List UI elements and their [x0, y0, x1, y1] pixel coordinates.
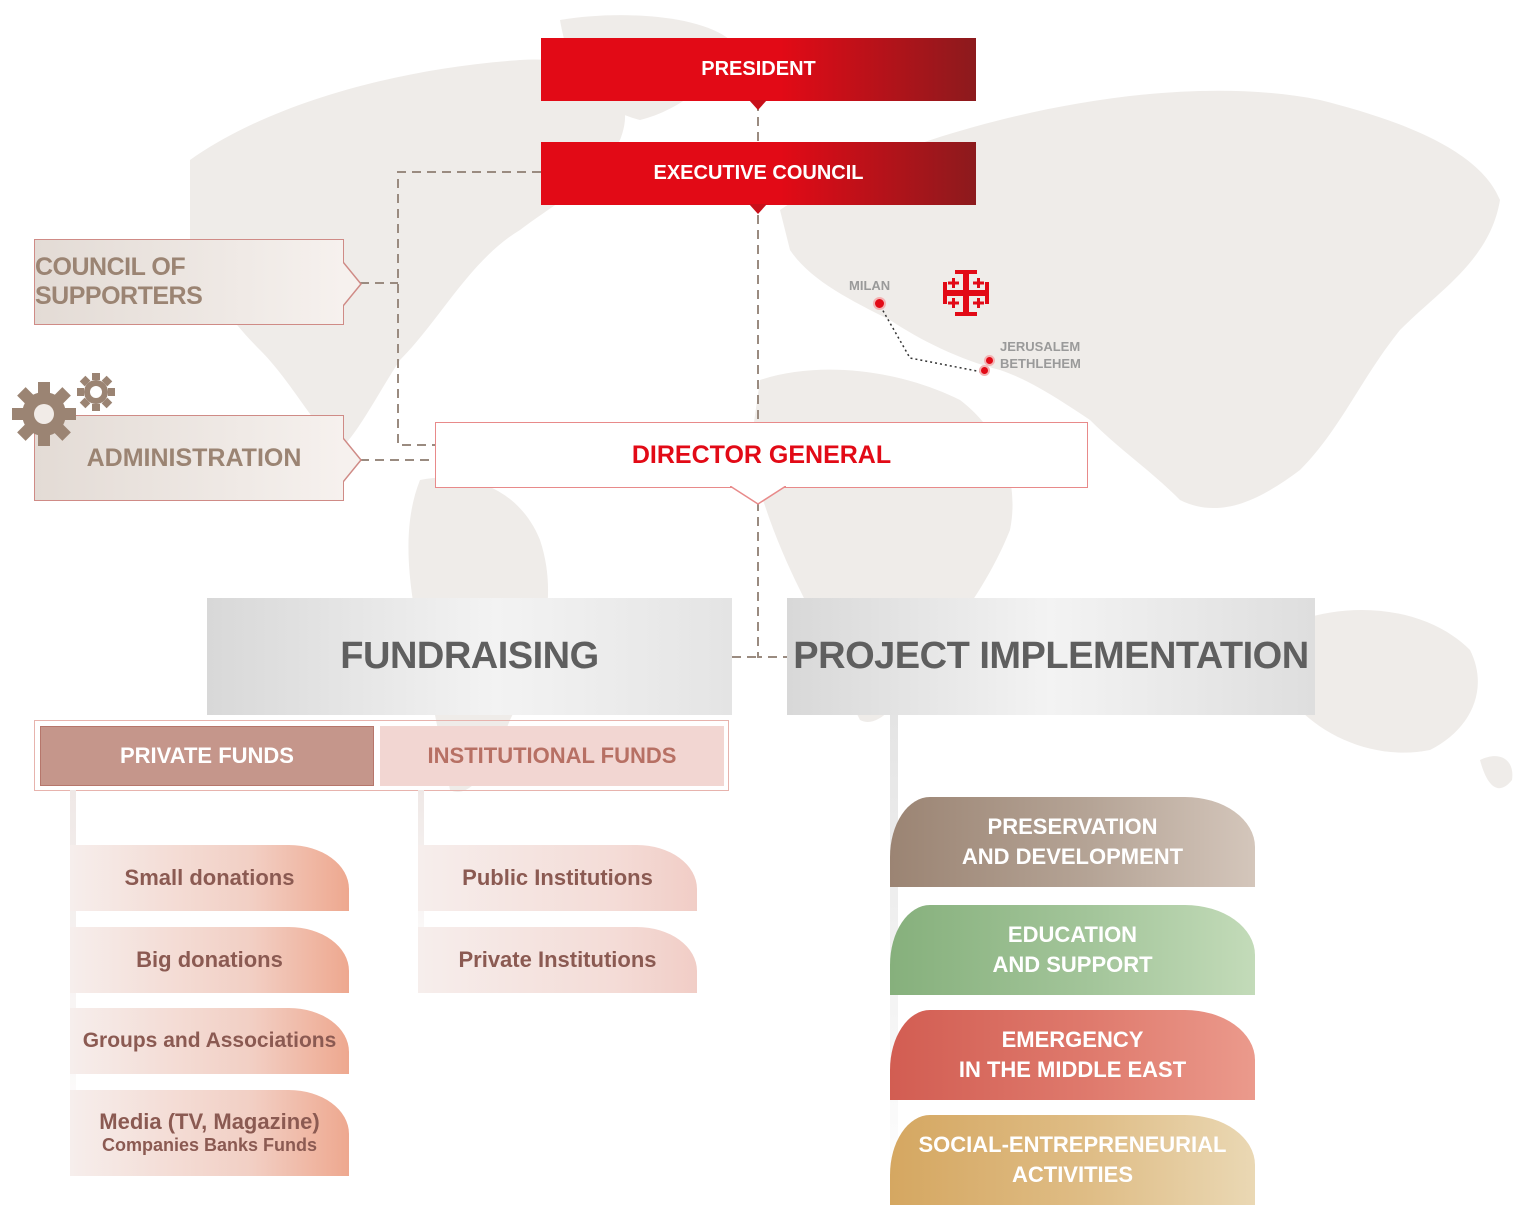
project-item-line2: IN THE MIDDLE EAST [958, 1057, 1187, 1082]
map-north-america [190, 59, 626, 450]
director-caret [730, 486, 786, 505]
executive-council-caret [749, 204, 767, 214]
institutional-funds-label: INSTITUTIONAL FUNDS [427, 743, 677, 768]
project-item-preservation: PRESERVATION AND DEVELOPMENT [890, 797, 1255, 887]
private-item-label: Media (TV, Magazine) [99, 1109, 320, 1134]
institutional-item-public: Public Institutions [418, 845, 697, 911]
map-australia [1285, 610, 1478, 753]
project-implementation-box: PROJECT IMPLEMENTATION [787, 598, 1315, 715]
council-arrow [343, 262, 362, 306]
line-director-branches [757, 502, 788, 658]
map-new-zealand [1480, 756, 1513, 789]
administration-arrow [343, 438, 362, 482]
executive-council-label: EXECUTIVE COUNCIL [653, 162, 864, 184]
line-executive-left [397, 171, 541, 446]
project-item-social: SOCIAL-ENTREPRENEURIAL ACTIVITIES [890, 1115, 1255, 1205]
location-pin-icon [873, 297, 886, 310]
project-item-education: EDUCATION AND SUPPORT [890, 905, 1255, 995]
project-item-line1: EMERGENCY [1001, 1027, 1144, 1052]
private-item-groups-associations: Groups and Associations [70, 1008, 349, 1074]
director-general-box: DIRECTOR GENERAL [435, 422, 1088, 488]
project-item-line1: SOCIAL-ENTREPRENEURIAL [918, 1132, 1227, 1157]
institutional-item-private: Private Institutions [418, 927, 697, 993]
jerusalem-label: JERUSALEM [1000, 339, 1081, 354]
route-milan-jerusalem [877, 301, 983, 373]
project-item-emergency: EMERGENCY IN THE MIDDLE EAST [890, 1010, 1255, 1100]
president-label: PRESIDENT [701, 58, 816, 80]
executive-council-box: EXECUTIVE COUNCIL [541, 142, 976, 205]
project-implementation-title: PROJECT IMPLEMENTATION [793, 635, 1309, 677]
council-of-supporters-label: COUNCIL OF SUPPORTERS [35, 253, 203, 310]
fundraising-title: FUNDRAISING [340, 635, 599, 677]
council-of-supporters-box: COUNCIL OF SUPPORTERS [34, 239, 344, 325]
institutional-item-label: Public Institutions [462, 864, 653, 890]
president-box: PRESIDENT [541, 38, 976, 101]
funds-header-frame [34, 720, 729, 791]
milan-label: MILAN [849, 278, 891, 293]
private-item-label: Groups and Associations [82, 1029, 337, 1053]
private-item-sublabel: Companies Banks Funds [101, 1135, 318, 1156]
jerusalem-cross-icon [943, 270, 989, 316]
location-pin-icon [984, 355, 995, 366]
institutional-item-label: Private Institutions [458, 946, 657, 972]
president-caret [749, 100, 767, 110]
private-funds-label: PRIVATE FUNDS [120, 743, 294, 768]
project-item-line1: PRESERVATION [987, 814, 1158, 839]
institutional-funds-box: INSTITUTIONAL FUNDS [380, 726, 724, 786]
project-item-line1: EDUCATION [1007, 922, 1138, 947]
administration-label: ADMINISTRATION [86, 443, 302, 472]
private-item-big-donations: Big donations [70, 927, 349, 993]
project-item-line2: AND SUPPORT [992, 952, 1153, 977]
private-funds-box: PRIVATE FUNDS [40, 726, 374, 786]
fundraising-box: FUNDRAISING [207, 598, 732, 715]
project-item-line2: AND DEVELOPMENT [961, 844, 1184, 869]
private-item-label: Big donations [136, 946, 283, 972]
gears-icon [12, 373, 115, 446]
director-general-label: DIRECTOR GENERAL [631, 440, 892, 469]
project-item-line2: ACTIVITIES [1011, 1162, 1133, 1187]
private-item-small-donations: Small donations [70, 845, 349, 911]
private-item-label: Small donations [124, 864, 295, 890]
private-item-media: Media (TV, Magazine) Companies Banks Fun… [70, 1090, 349, 1176]
location-pin-icon [979, 365, 990, 376]
administration-box: ADMINISTRATION [34, 415, 344, 501]
bethlehem-label: BETHLEHEM [1000, 356, 1081, 371]
